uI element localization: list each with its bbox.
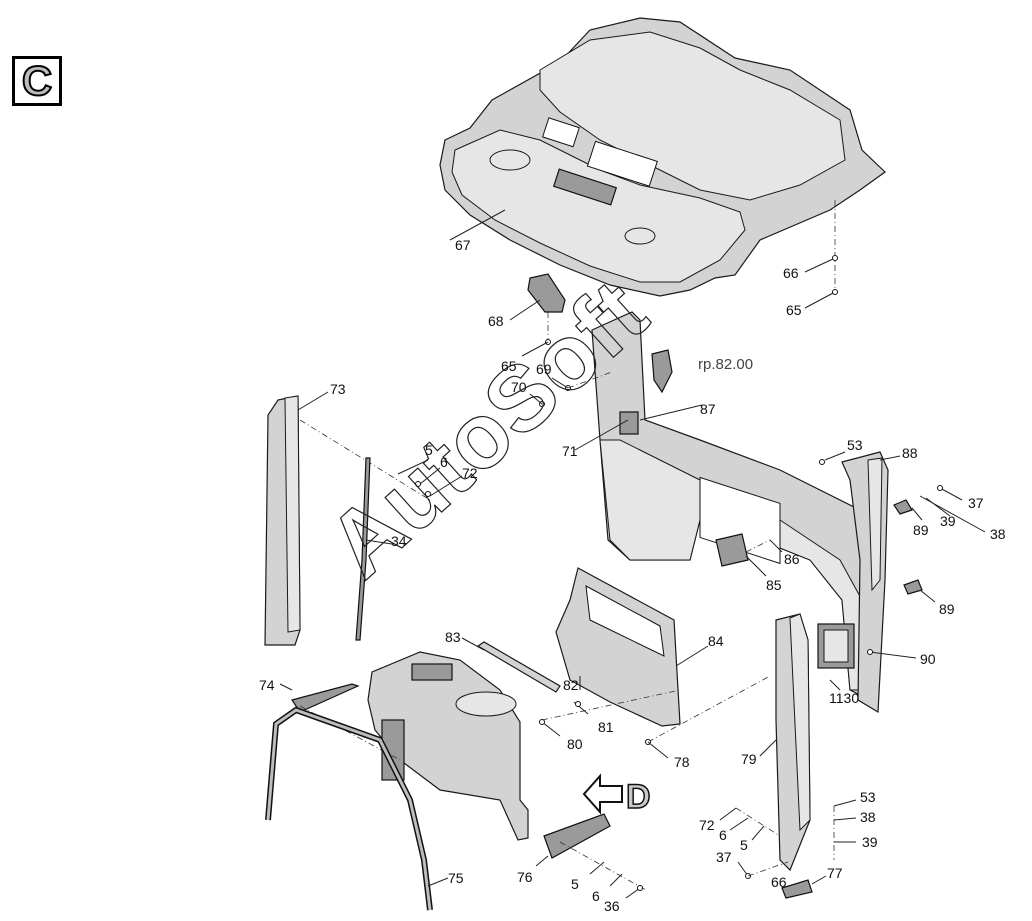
- handle-part: [509, 273, 566, 321]
- direction-label: D: [626, 778, 651, 816]
- callout-number: 65: [501, 358, 517, 374]
- callout-number: 53: [860, 789, 876, 805]
- callout-number: 38: [990, 526, 1006, 542]
- fastener-axis-line: [747, 861, 789, 877]
- callout-number: 69: [536, 361, 552, 377]
- roof-panel-part: [439, 17, 886, 297]
- callout-number: 77: [827, 865, 843, 881]
- reference-label: rp.82.00: [698, 356, 753, 373]
- console-assembly-part: [367, 651, 529, 841]
- callout-number: 34: [391, 533, 407, 549]
- callout-number: 53: [847, 437, 863, 453]
- callout-number: 1130: [829, 690, 859, 706]
- callout-number: 36: [604, 898, 620, 914]
- callout-number: 73: [330, 381, 346, 397]
- section-letter: C: [21, 57, 53, 104]
- callout-number: 86: [784, 551, 800, 567]
- pillar-trim-part: [264, 391, 329, 646]
- callout-number: 80: [567, 736, 583, 752]
- callout-number: 5: [425, 442, 433, 458]
- fastener-axis-line: [567, 371, 613, 389]
- callout-number: 89: [939, 601, 955, 617]
- callout-number: 85: [766, 577, 782, 593]
- lower-bracket-part: [535, 813, 611, 867]
- callout-number: 72: [699, 817, 715, 833]
- callout-number: 6: [440, 454, 448, 470]
- callout-number: 90: [920, 651, 936, 667]
- fastener-axis-line: [559, 841, 647, 891]
- callout-number: 65: [786, 302, 802, 318]
- right-pillar-part: [841, 451, 901, 714]
- fastener-axis-line: [735, 807, 781, 837]
- door-pillar-part: [759, 613, 811, 872]
- callout-number: 88: [902, 445, 918, 461]
- callout-number: 76: [517, 869, 533, 885]
- fastener-axis-line: [541, 689, 681, 721]
- fastener-axis-line: [647, 675, 771, 743]
- bracket-clip-part: [893, 499, 923, 595]
- callout-number: 82: [563, 677, 579, 693]
- callout-number: 70: [511, 379, 527, 395]
- direction-arrow-icon: [582, 773, 623, 815]
- speaker-part: [817, 623, 855, 691]
- callout-number: 78: [674, 754, 690, 770]
- vent-grille-part: [715, 533, 767, 577]
- callout-number: 75: [448, 870, 464, 886]
- callout-number: 66: [771, 874, 787, 890]
- callout-number: 74: [259, 677, 275, 693]
- callout-number: 39: [940, 513, 956, 529]
- insulation-pad-part: [461, 637, 561, 693]
- callout-number: 6: [719, 827, 727, 843]
- mount-bracket-part: [279, 683, 360, 713]
- section-badge: C: [12, 56, 62, 106]
- callout-number: 37: [968, 495, 984, 511]
- callout-number: 68: [488, 313, 504, 329]
- callout-number: 6: [592, 888, 600, 904]
- callout-number: 84: [708, 633, 724, 649]
- callout-number: 39: [862, 834, 878, 850]
- callout-number: 66: [783, 265, 799, 281]
- callout-number: 72: [462, 465, 478, 481]
- callout-number: 5: [740, 837, 748, 853]
- callout-number: 87: [700, 401, 716, 417]
- fastener-axis-line: [745, 539, 771, 553]
- callout-number: 83: [445, 629, 461, 645]
- callout-number: 5: [571, 876, 579, 892]
- clip-part: [574, 349, 673, 451]
- callout-number: 79: [741, 751, 757, 767]
- door-trim-part: [555, 567, 709, 727]
- callout-number: 81: [598, 719, 614, 735]
- callout-number: 37: [716, 849, 732, 865]
- callout-number: 67: [455, 237, 471, 253]
- callout-number: 71: [562, 443, 578, 459]
- callout-number: 38: [860, 809, 876, 825]
- weatherstrip-part: [355, 457, 393, 641]
- nameplate-part: [781, 875, 827, 899]
- door-seal-part: [265, 706, 449, 911]
- callout-number: 89: [913, 522, 929, 538]
